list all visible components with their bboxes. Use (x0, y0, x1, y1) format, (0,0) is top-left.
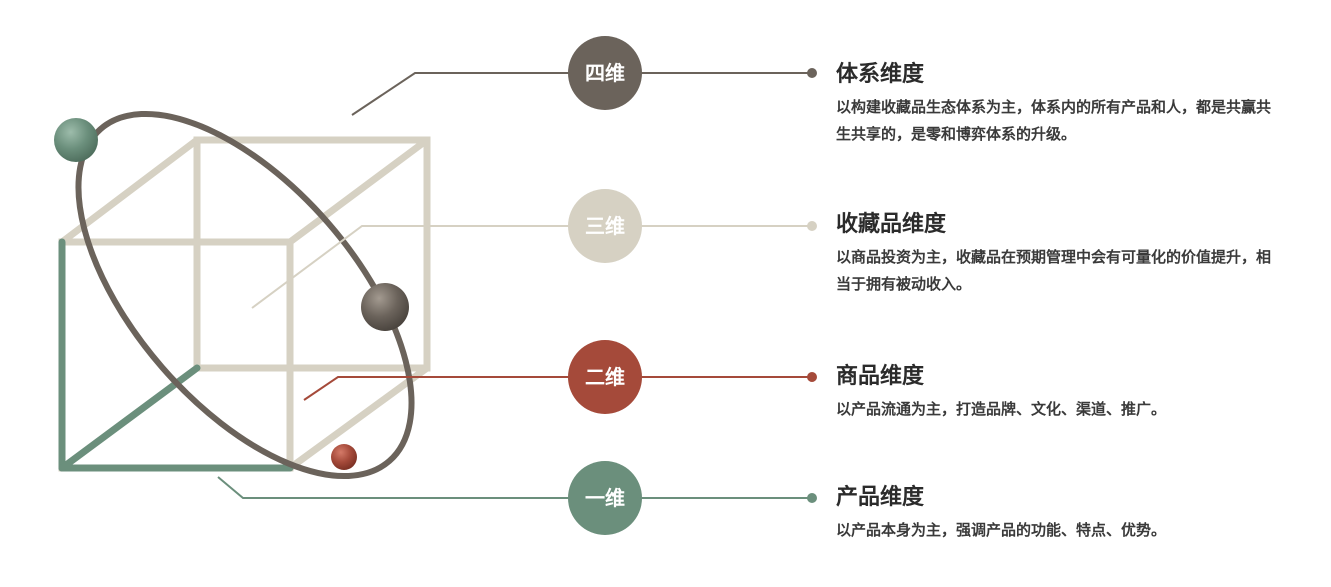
connector-dot-4d (807, 68, 817, 78)
level-title-2d: 商品维度 (836, 363, 925, 389)
cube-front-face (58, 238, 294, 472)
connector-dot-2d (807, 372, 817, 382)
level-circle-label-1d: 一维 (585, 486, 625, 510)
level-desc-2d: 以产品流通为主，打造品牌、文化、渠道、推广。 (836, 400, 1167, 418)
level-title-4d: 体系维度 (836, 61, 925, 87)
connector-dot-1d (807, 493, 817, 503)
level-circle-3d: 三维 (568, 189, 642, 263)
level-desc-1d: 以产品本身为主，强调产品的功能、特点、优势。 (836, 521, 1167, 539)
leader-line-2d (303, 376, 570, 401)
level-circle-label-3d: 三维 (585, 214, 625, 238)
sphere-green (54, 118, 98, 162)
level-title-3d: 收藏品维度 (836, 211, 947, 237)
leader-lines (217, 72, 812, 499)
level-block-3d: 收藏品维度 以商品投资为主，收藏品在预期管理中会有可量化的价值提升，相当于拥有被… (836, 210, 1306, 298)
level-title-1d: 产品维度 (836, 484, 925, 510)
leader-line-1d (217, 476, 570, 499)
level-circle-label-2d: 二维 (585, 365, 625, 389)
level-circle-1d: 一维 (568, 461, 642, 535)
level-circle-label-4d: 四维 (585, 61, 625, 85)
level-block-1d: 产品维度 以产品本身为主，强调产品的功能、特点、优势。 (836, 483, 1306, 544)
connector-dot-3d (807, 221, 817, 231)
cube-back-face (193, 136, 431, 372)
sphere-red (331, 444, 357, 470)
cube-edge-top-right (286, 136, 431, 246)
level-block-2d: 商品维度 以产品流通为主，打造品牌、文化、渠道、推广。 (836, 362, 1306, 423)
level-circle-2d: 二维 (568, 340, 642, 414)
level-desc-3d: 以商品投资为主，收藏品在预期管理中会有可量化的价值提升，相当于拥有被动收入。 (836, 248, 1272, 293)
level-desc-4d: 以构建收藏品生态体系为主，体系内的所有产品和人，都是共赢共生共享的，是零和博弈体… (836, 98, 1272, 143)
level-block-4d: 体系维度 以构建收藏品生态体系为主，体系内的所有产品和人，都是共赢共生共享的，是… (836, 60, 1306, 148)
cube-edge-bottom-right (286, 364, 431, 472)
green-axes (58, 238, 294, 472)
orbit-ellipse (75, 110, 415, 480)
leader-line-3d (251, 225, 570, 309)
level-circle-4d: 四维 (568, 36, 642, 110)
leader-line-4d (351, 72, 570, 116)
sphere-dark (361, 283, 409, 331)
